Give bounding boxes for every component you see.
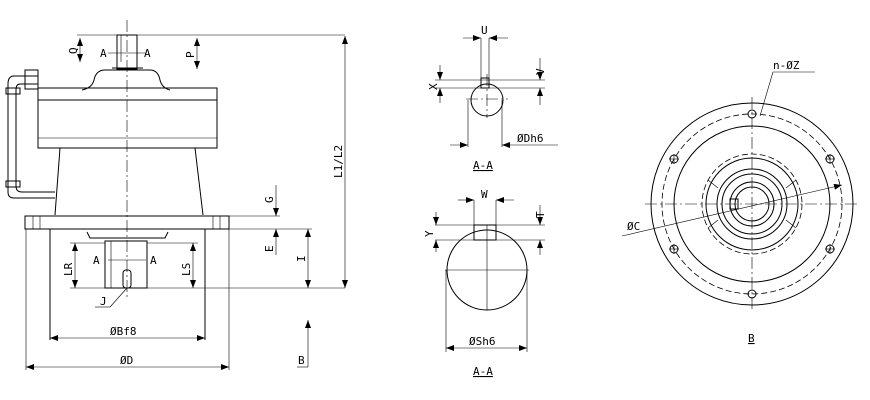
dim-lr: LR	[62, 262, 75, 276]
bolt-holes	[669, 109, 835, 299]
dim-d: ØD	[120, 354, 133, 367]
dim-w: W	[481, 188, 488, 201]
section-mark: A	[100, 47, 107, 60]
dim-t: T	[534, 211, 547, 218]
dim-j: J	[100, 295, 107, 308]
section-title: A-A	[473, 365, 493, 378]
section-mark: A	[144, 47, 151, 60]
dim-e: E	[263, 245, 276, 252]
dim-v: V	[534, 68, 547, 75]
dim-l1-l2: L1/L2	[332, 145, 345, 178]
dim-sh6: ØSh6	[469, 335, 496, 348]
dim-n-z: n-ØZ	[773, 59, 800, 72]
view-b: ØC n-ØZ B	[621, 59, 860, 345]
view-b-title: B	[748, 332, 755, 345]
section-a-a-small: U V X ØDh6 A-A	[427, 24, 558, 172]
dim-y: Y	[423, 230, 436, 237]
dim-x: X	[427, 83, 440, 90]
dim-bf8: ØBf8	[110, 325, 137, 338]
section-mark: A	[93, 254, 100, 267]
dim-c: ØC	[627, 220, 640, 233]
main-elevation-view	[5, 20, 348, 370]
dim-p: P	[184, 51, 197, 58]
dim-ls: LS	[180, 263, 193, 276]
section-title: A-A	[473, 159, 493, 172]
dim-i: I	[295, 255, 308, 262]
dim-dh6: ØDh6	[517, 132, 544, 145]
dim-g: G	[263, 196, 276, 203]
dim-q: Q	[67, 47, 80, 54]
dim-u: U	[481, 24, 488, 37]
view-b-marker: B	[298, 354, 305, 367]
main-view-labels: A A A A Q P L1/L2 G E I LR LS J ØBf8 ØD …	[62, 47, 345, 367]
section-a-a-large: W T Y ØSh6 A-A	[423, 188, 547, 378]
section-mark: A	[150, 254, 157, 267]
